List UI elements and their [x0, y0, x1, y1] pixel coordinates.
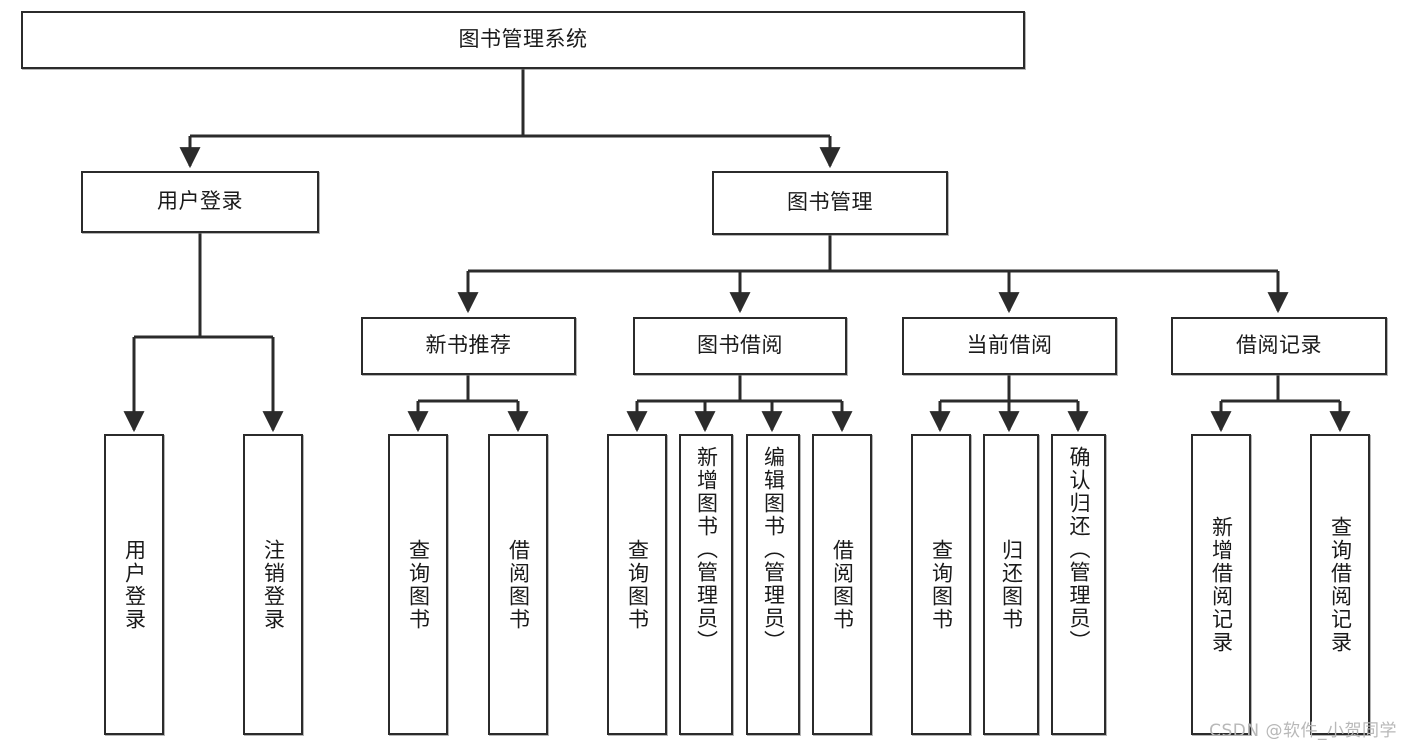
leaf-current-borrow-query-book[interactable]: 查询图书 [911, 434, 971, 735]
node-label: 查询借阅记录 [1328, 515, 1353, 654]
node-label: 新书推荐 [425, 333, 512, 358]
node-label: 图书借阅 [697, 333, 783, 358]
node-label: 借阅图书 [506, 538, 531, 631]
node-label: 查询图书 [406, 538, 431, 631]
node-book-borrow[interactable]: 图书借阅 [633, 317, 847, 375]
node-new-book-recommend[interactable]: 新书推荐 [361, 317, 576, 375]
node-label: 用户登录 [122, 538, 147, 631]
leaf-book-borrow-query-book[interactable]: 查询图书 [607, 434, 667, 735]
node-label: 编辑图书（管理员） [761, 446, 786, 653]
node-borrow-records[interactable]: 借阅记录 [1171, 317, 1387, 375]
leaf-borrow-records-add-record[interactable]: 新增借阅记录 [1191, 434, 1251, 735]
node-label: 确认归还（管理员） [1067, 446, 1091, 653]
leaf-new-book-borrow-book[interactable]: 借阅图书 [488, 434, 548, 735]
node-label: 查询图书 [929, 538, 954, 631]
leaf-new-book-query-book[interactable]: 查询图书 [388, 434, 448, 735]
node-label: 借阅图书 [830, 538, 855, 631]
node-label: 新增图书（管理员） [694, 446, 719, 653]
node-label: 归还图书 [999, 538, 1024, 631]
node-current-borrow[interactable]: 当前借阅 [902, 317, 1117, 375]
node-label: 图书管理系统 [458, 27, 588, 52]
leaf-book-borrow-add-book-admin[interactable]: 新增图书（管理员） [679, 434, 733, 735]
leaf-book-borrow-borrow-book[interactable]: 借阅图书 [812, 434, 872, 735]
leaf-user-login-login[interactable]: 用户登录 [104, 434, 164, 735]
node-label: 借阅记录 [1236, 333, 1322, 358]
leaf-book-borrow-edit-book-admin[interactable]: 编辑图书（管理员） [746, 434, 800, 735]
node-label: 用户登录 [157, 189, 243, 214]
leaf-current-borrow-confirm-return-admin[interactable]: 确认归还（管理员） [1051, 434, 1106, 735]
node-book-management[interactable]: 图书管理 [712, 171, 948, 235]
leaf-borrow-records-query-record[interactable]: 查询借阅记录 [1310, 434, 1370, 735]
node-user-login[interactable]: 用户登录 [81, 171, 319, 233]
leaf-current-borrow-return-book[interactable]: 归还图书 [983, 434, 1039, 735]
node-label: 图书管理 [787, 190, 873, 215]
leaf-user-login-logout[interactable]: 注销登录 [243, 434, 303, 735]
node-label: 当前借阅 [966, 333, 1053, 358]
node-label: 新增借阅记录 [1209, 515, 1234, 654]
node-label: 查询图书 [625, 538, 650, 631]
node-label: 注销登录 [261, 538, 286, 631]
node-root-book-management-system[interactable]: 图书管理系统 [21, 11, 1025, 69]
